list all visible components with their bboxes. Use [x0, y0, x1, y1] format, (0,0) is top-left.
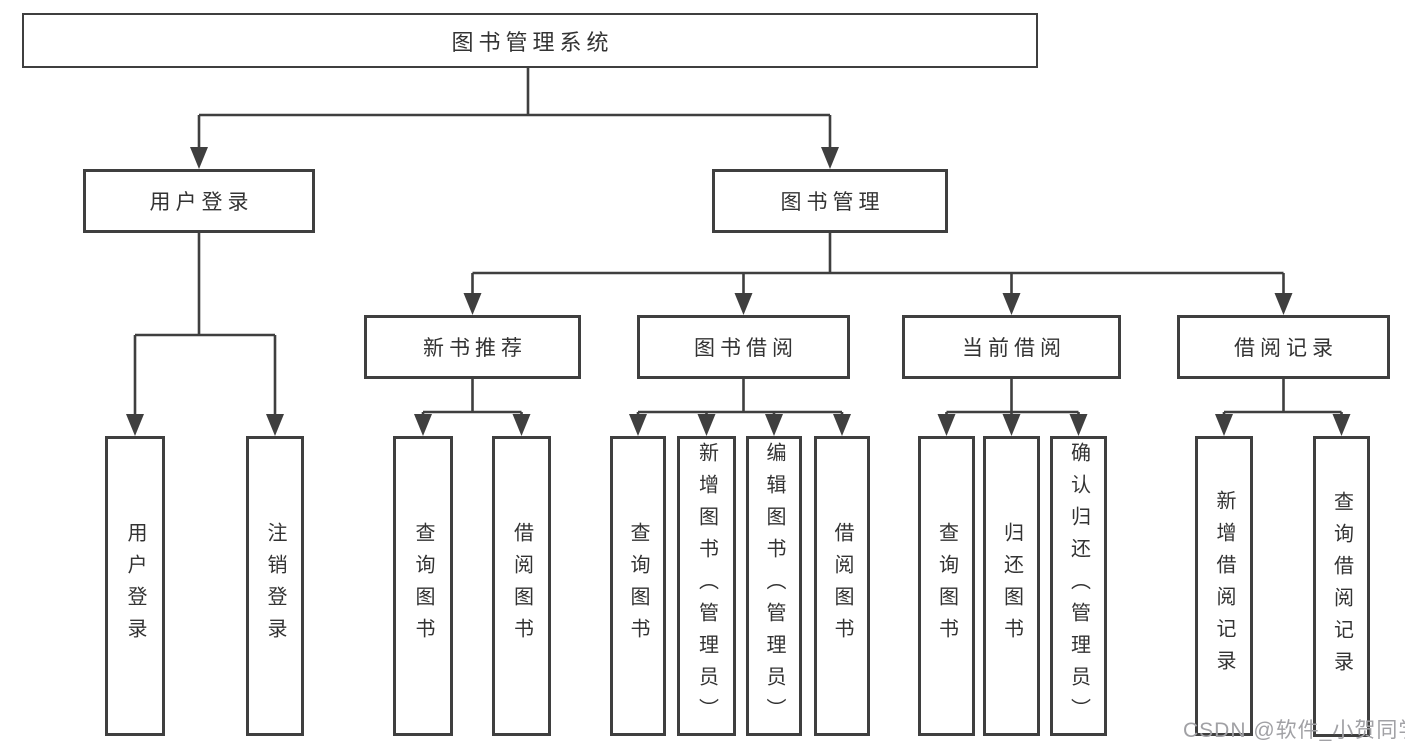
- leaf-query-books-current: 查询图书: [918, 436, 975, 736]
- csdn-watermark: CSDN @软件_小贺同学: [1183, 719, 1405, 742]
- leaf-borrow-books-recommend: 借阅图书: [492, 436, 551, 736]
- leaf-query-borrow-record: 查询借阅记录: [1313, 436, 1370, 737]
- leaf-borrow-books-borrowing: 借阅图书: [814, 436, 870, 736]
- node-current-borrowing: 当前借阅: [902, 315, 1121, 379]
- node-book-management: 图书管理: [712, 169, 948, 233]
- node-book-borrowing: 图书借阅: [637, 315, 850, 379]
- leaf-confirm-return-admin: 确认归还（管理员）: [1050, 436, 1107, 736]
- leaf-return-books: 归还图书: [983, 436, 1040, 736]
- leaf-add-books-admin: 新增图书（管理员）: [677, 436, 736, 736]
- leaf-add-borrow-record: 新增借阅记录: [1195, 436, 1253, 736]
- leaf-query-books-borrowing: 查询图书: [610, 436, 666, 736]
- node-root: 图书管理系统: [22, 13, 1038, 68]
- leaf-user-login: 用户登录: [105, 436, 165, 736]
- node-new-book-recommendation: 新书推荐: [364, 315, 581, 379]
- node-borrowing-records: 借阅记录: [1177, 315, 1390, 379]
- leaf-query-books-recommend: 查询图书: [393, 436, 453, 736]
- node-user-login: 用户登录: [83, 169, 315, 233]
- leaf-edit-books-admin: 编辑图书（管理员）: [746, 436, 802, 736]
- leaf-logout: 注销登录: [246, 436, 304, 736]
